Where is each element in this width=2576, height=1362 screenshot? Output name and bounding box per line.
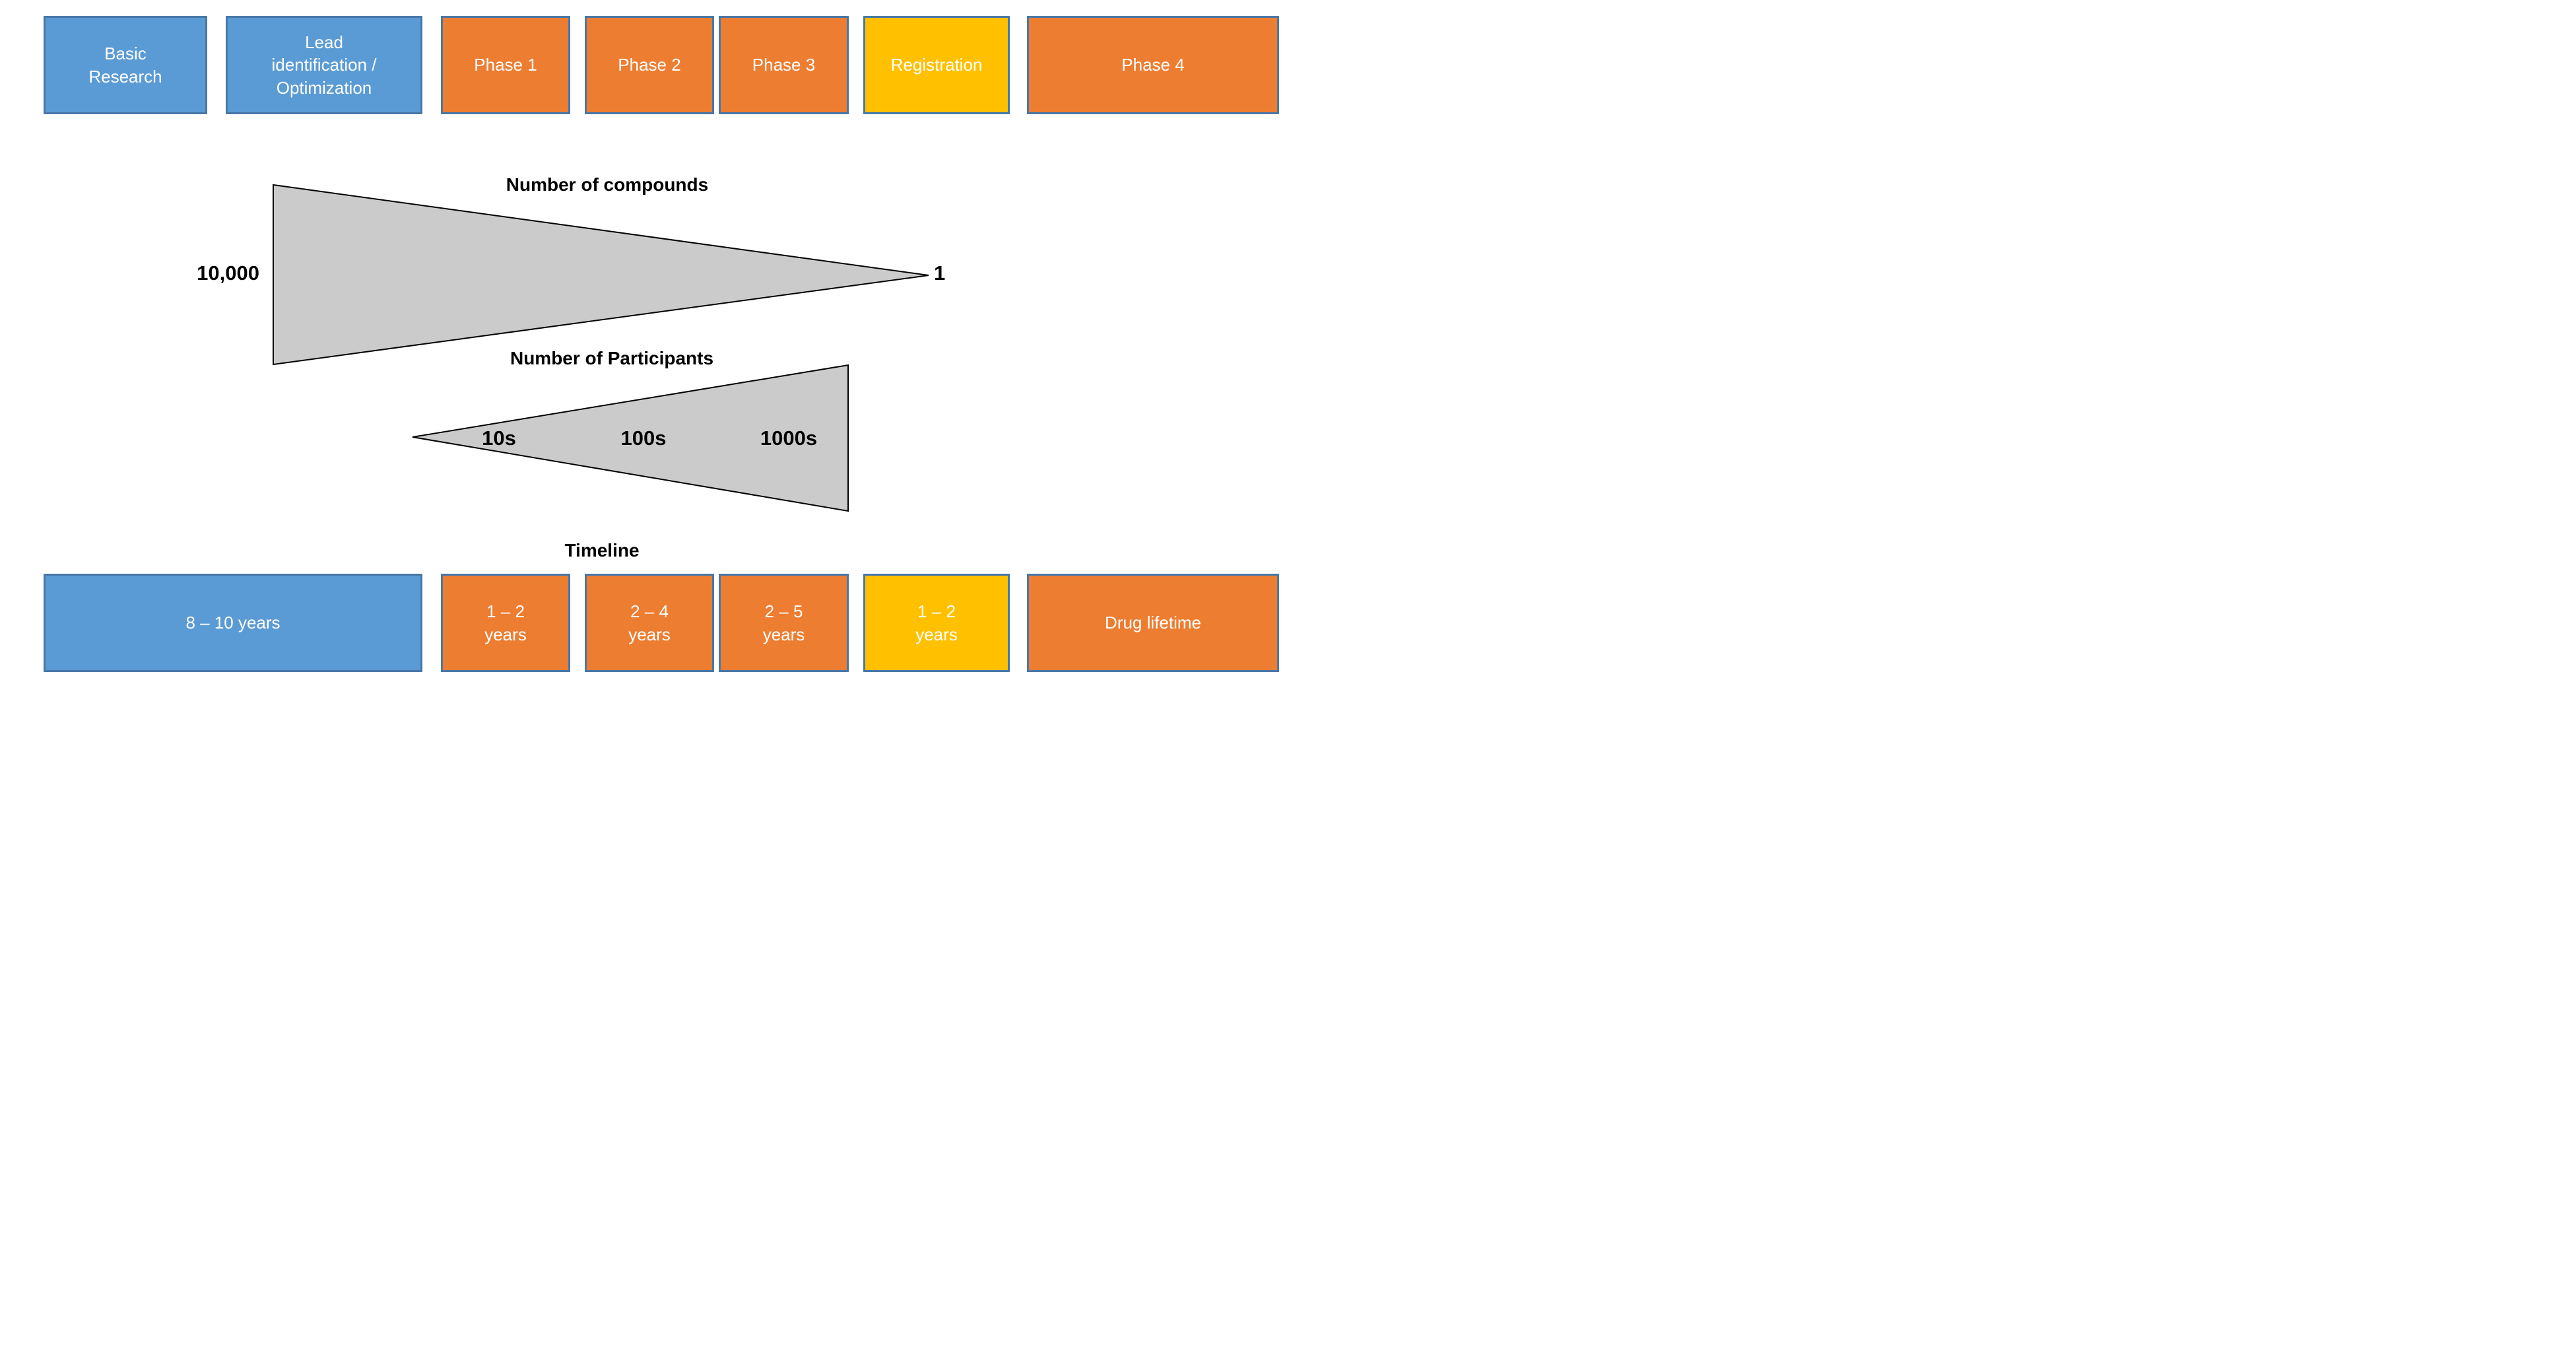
compounds-start-value: 10,000 (197, 261, 259, 285)
timeline-box-drug-lifetime: Drug lifetime (1027, 574, 1279, 672)
timeline-box-label: 8 – 10 years (185, 613, 281, 633)
phase-box-label: Phase 2 (618, 55, 681, 75)
compounds-funnel-triangle (273, 184, 929, 366)
timeline-box-phase2-duration: 2 – 4 years (585, 574, 714, 672)
participants-funnel-title: Number of Participants (510, 348, 714, 368)
timeline-title: Timeline (564, 540, 640, 561)
phase-box-label: Phase 3 (752, 55, 816, 75)
timeline-box-label: 1 – 2 years (915, 601, 958, 644)
funnel-triangles-canvas (273, 184, 929, 512)
phase-box-label: Lead identification / Optimization (271, 32, 377, 98)
timeline-box-phase1-duration: 1 – 2 years (441, 574, 570, 672)
compounds-end-value: 1 (934, 261, 946, 285)
phase-box-phase-1: Phase 1 (441, 16, 570, 114)
timeline-box-8-10-years: 8 – 10 years (44, 574, 422, 672)
participants-growth-triangle (412, 364, 849, 512)
timeline-box-label: 1 – 2 years (484, 601, 527, 644)
phase-box-phase-2: Phase 2 (585, 16, 714, 114)
drug-development-diagram: Basic Research Lead identification / Opt… (0, 0, 1288, 681)
phase-box-lead-identification-optimization: Lead identification / Optimization (226, 16, 422, 114)
participants-value-10s: 10s (482, 426, 516, 450)
phase-box-label: Basic Research (88, 44, 162, 86)
phase-box-basic-research: Basic Research (44, 16, 207, 114)
phase-box-label: Phase 4 (1121, 55, 1185, 75)
timeline-box-phase3-duration: 2 – 5 years (719, 574, 849, 672)
compounds-funnel-title: Number of compounds (506, 174, 709, 195)
phase-box-label: Registration (890, 55, 983, 75)
participants-value-100s: 100s (620, 426, 667, 450)
timeline-box-label: 2 – 4 years (628, 601, 671, 644)
timeline-box-label: 2 – 5 years (762, 601, 805, 644)
participants-value-1000s: 1000s (760, 426, 818, 450)
timeline-box-label: Drug lifetime (1105, 613, 1201, 633)
phase-box-registration: Registration (863, 16, 1010, 114)
phase-box-phase-3: Phase 3 (719, 16, 849, 114)
phase-box-label: Phase 1 (474, 55, 537, 75)
timeline-box-registration-duration: 1 – 2 years (863, 574, 1010, 672)
phase-box-phase-4: Phase 4 (1027, 16, 1279, 114)
